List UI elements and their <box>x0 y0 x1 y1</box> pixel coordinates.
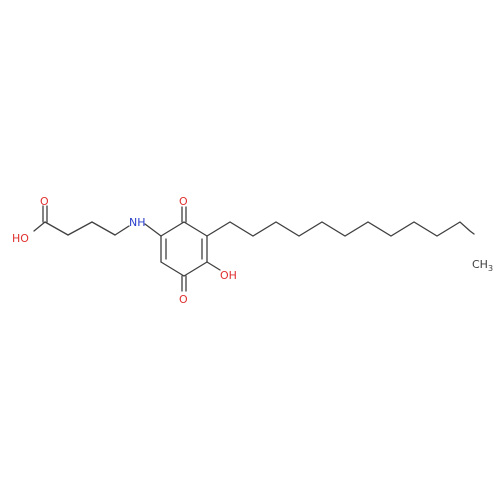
ring-bond-2 <box>183 221 208 237</box>
terminal-methyl-c: CH <box>472 258 488 271</box>
linker-chain <box>67 221 162 237</box>
carboxylic-acid-group <box>33 205 69 236</box>
ring-oh-bond <box>206 261 221 271</box>
n-ring-bond <box>144 223 162 237</box>
quinone-ring <box>160 206 221 292</box>
c-oh-bond <box>33 221 46 232</box>
chain-bond-4 <box>114 225 130 236</box>
amine-nh-label: NH <box>129 216 146 229</box>
chain-bond-3 <box>91 221 116 236</box>
acid-carbonyl-o-label: O <box>40 195 49 208</box>
ring-bond-1 <box>160 221 185 237</box>
chain-bond-1 <box>44 221 69 236</box>
ring-carbonyl-bottom-label: O <box>179 293 188 306</box>
ring-hydroxyl-label: OH <box>220 269 237 282</box>
acid-hydroxyl-label: HO <box>12 232 29 245</box>
ring-bond-4 <box>183 261 208 277</box>
terminal-methyl-label: CH3 <box>472 258 493 273</box>
terminal-methyl-subscript: 3 <box>488 264 493 273</box>
ring-bond-5 <box>160 261 185 277</box>
ring-carbonyl-top-label: O <box>179 195 188 208</box>
alkyl-zigzag <box>206 221 475 237</box>
alkyl-chain <box>206 221 475 237</box>
chain-bond-2 <box>67 221 93 236</box>
